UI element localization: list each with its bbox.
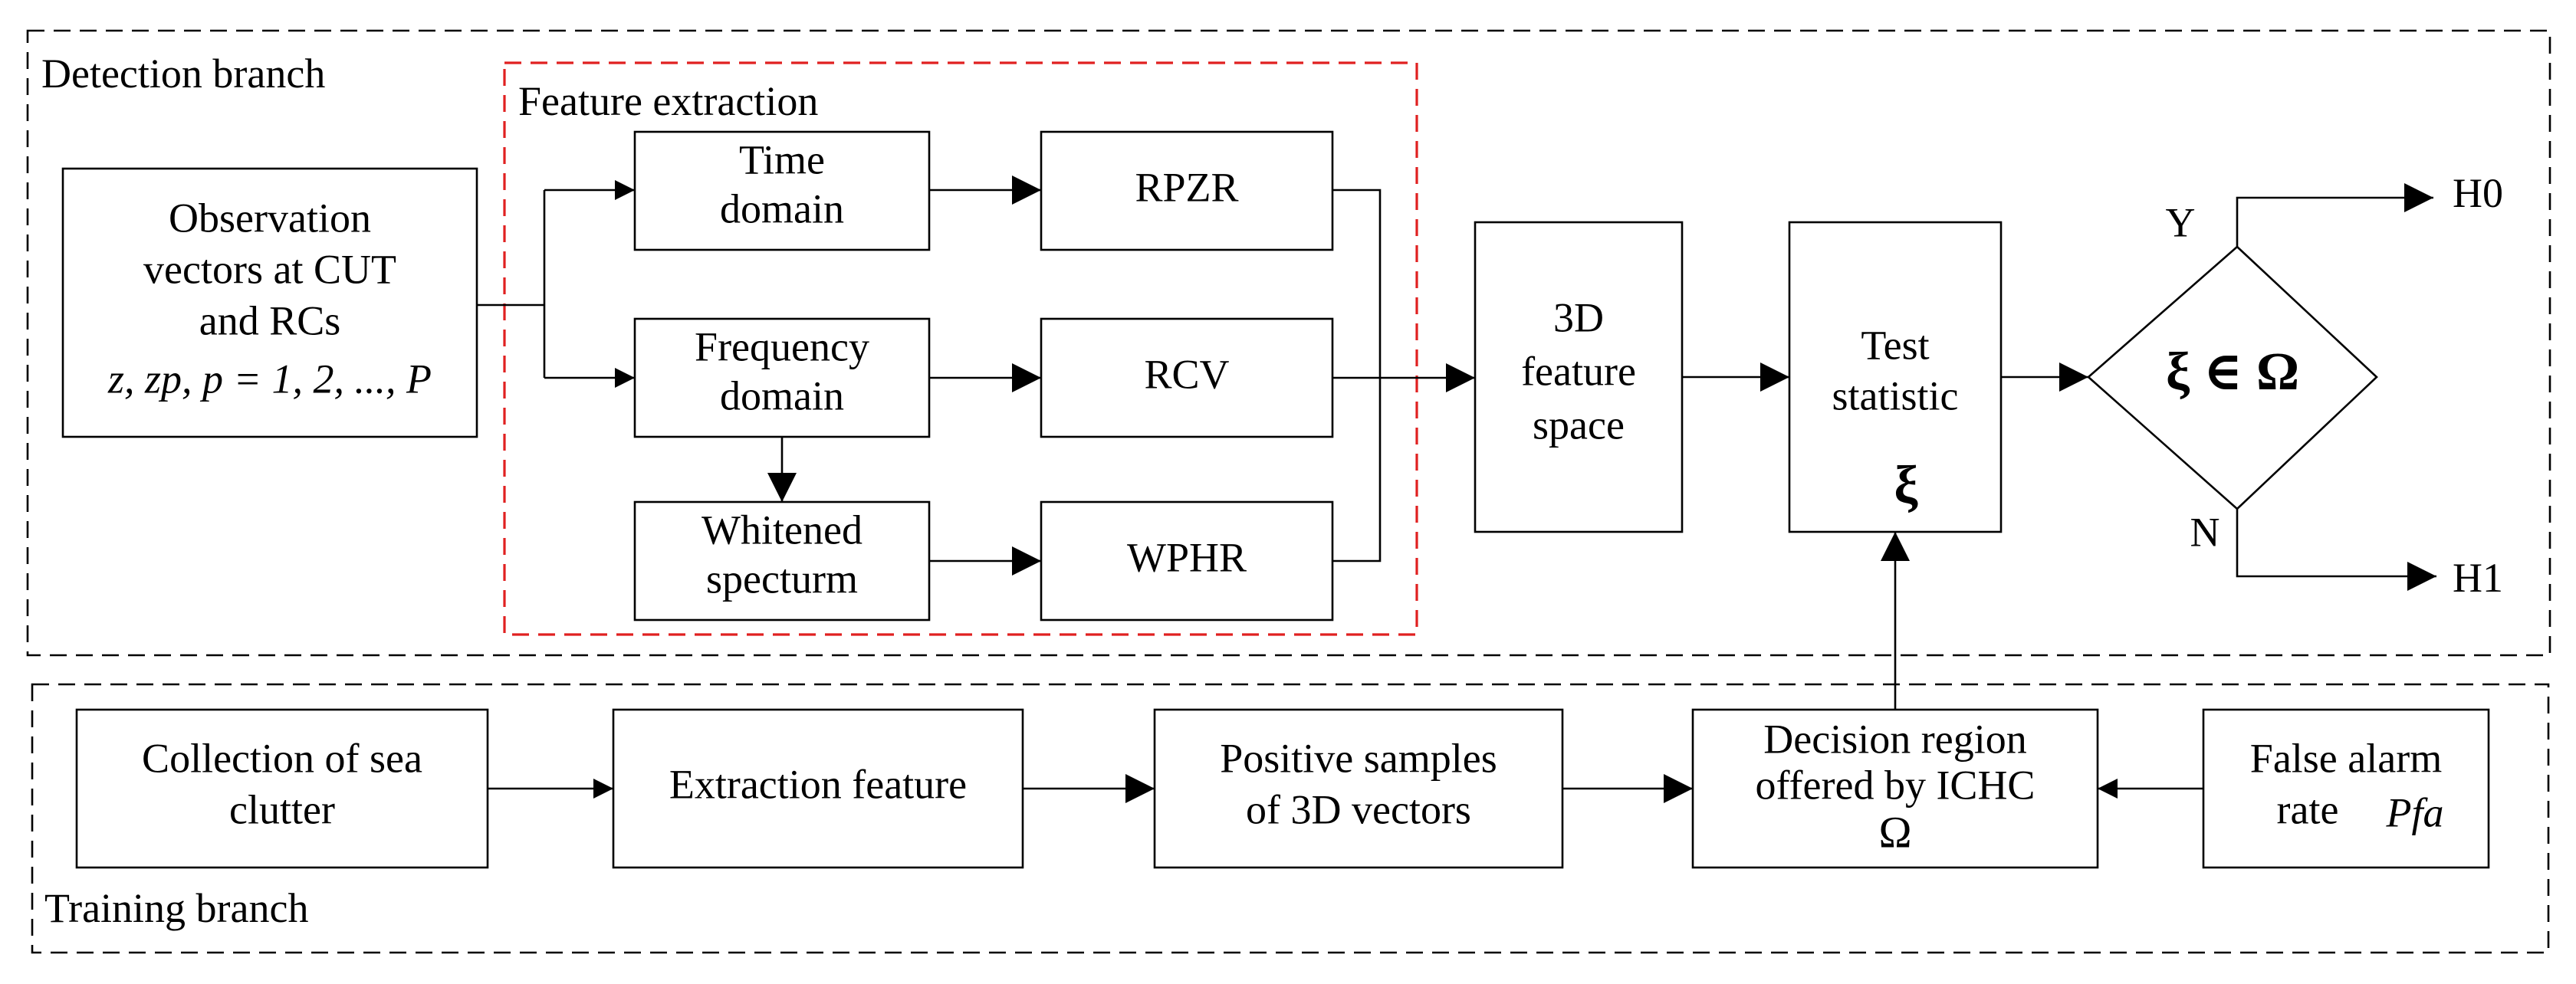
false-alarm-node: False alarm rate Pfa: [2202, 708, 2490, 869]
wphr-node: WPHR: [1040, 500, 1334, 622]
frequency-domain-node: Frequency domain: [633, 317, 931, 438]
rcv-label: RCV: [1144, 351, 1229, 397]
false-alarm-line2: rate: [2277, 786, 2339, 832]
observation-line3: and RCs: [199, 297, 341, 343]
decision-region-node: Decision region offered by ICHC Ω: [1691, 708, 2099, 869]
detection-branch-frame: [26, 29, 2551, 657]
feature-space-node: 3D feature space: [1474, 221, 1684, 533]
training-branch-label: Training branch: [44, 885, 308, 931]
extraction-label: Extraction feature: [669, 761, 967, 807]
time-domain-line2: domain: [720, 185, 844, 231]
decision-label: ξ ∈ Ω: [2166, 343, 2299, 402]
observation-line2: vectors at CUT: [143, 246, 396, 292]
decision-region-line2: offered by ICHC: [1756, 762, 2036, 808]
test-statistic-node: Test statistic ξ: [1788, 221, 2003, 533]
feature-extraction-label: Feature extraction: [518, 78, 818, 124]
whitened-spectrum-line1: Whitened: [702, 507, 863, 553]
no-label: N: [2190, 509, 2220, 555]
feature-space-line2: feature: [1521, 348, 1636, 394]
test-statistic-symbol: ξ: [1894, 456, 1918, 515]
decision-region-symbol: Ω: [1878, 807, 1911, 857]
wphr-merge: [1332, 378, 1382, 563]
test-statistic-line2: statistic: [1832, 372, 1959, 418]
rpzr-node: RPZR: [1040, 130, 1334, 251]
whitened-spectrum-node: Whitened specturm: [633, 500, 931, 622]
detection-branch-label: Detection branch: [41, 51, 325, 97]
training-branch-frame: [31, 683, 2550, 954]
frequency-domain-line2: domain: [720, 372, 844, 418]
whitened-spectrum-line2: specturm: [706, 556, 858, 602]
feature-extraction-frame: [503, 61, 1418, 636]
observation-formula: z, zp, p = 1, 2, ..., P: [107, 356, 432, 402]
yes-arrow: [2236, 183, 2433, 247]
collection-line2: clutter: [229, 786, 335, 832]
h0-label: H0: [2453, 170, 2503, 216]
false-alarm-line1: False alarm: [2250, 735, 2442, 781]
positive-samples-node: Positive samples of 3D vectors: [1153, 708, 1564, 869]
false-alarm-symbol: Pfa: [2386, 789, 2444, 835]
decision-region-line1: Decision region: [1763, 716, 2026, 762]
h1-label: H1: [2453, 555, 2503, 601]
observation-node: Observation vectors at CUT and RCs z, zp…: [61, 167, 478, 438]
yes-label: Y: [2166, 199, 2196, 245]
collection-line1: Collection of sea: [142, 735, 422, 781]
extraction-node: Extraction feature: [612, 708, 1024, 869]
rcv-node: RCV: [1040, 317, 1334, 438]
observation-line1: Observation: [169, 195, 371, 241]
positive-samples-line2: of 3D vectors: [1246, 786, 1471, 832]
test-statistic-line1: Test: [1861, 322, 1929, 368]
decision-node: ξ ∈ Ω: [2087, 245, 2378, 510]
rpzr-label: RPZR: [1135, 164, 1238, 210]
feature-space-line3: space: [1533, 402, 1625, 448]
time-domain-line1: Time: [739, 136, 825, 182]
wphr-label: WPHR: [1127, 534, 1247, 580]
rpzr-merge: [1332, 189, 1382, 378]
positive-samples-line1: Positive samples: [1220, 735, 1497, 781]
collection-node: Collection of sea clutter: [75, 708, 489, 869]
feature-space-line1: 3D: [1553, 294, 1604, 340]
time-domain-node: Time domain: [633, 130, 931, 251]
frequency-domain-line1: Frequency: [695, 323, 869, 369]
no-arrow: [2236, 509, 2436, 591]
